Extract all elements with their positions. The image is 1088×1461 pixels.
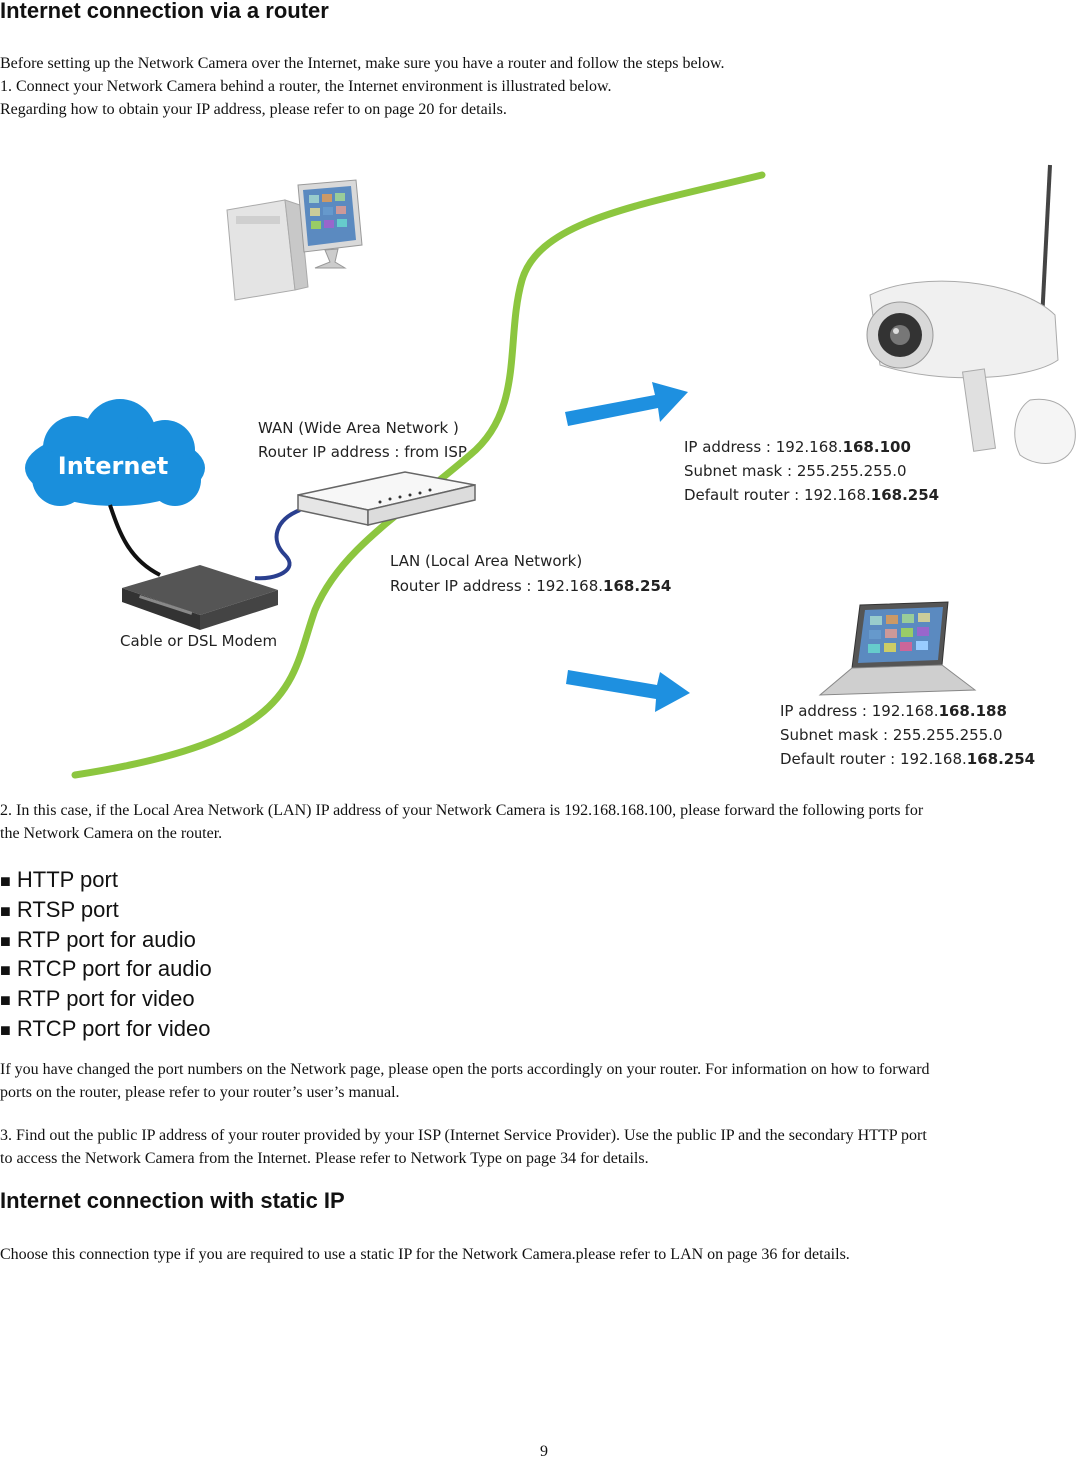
lan-router-ip-bold: 168.254 xyxy=(603,577,671,595)
network-diagram: Internet WAN (Wide Area Network ) Router… xyxy=(25,164,1076,779)
port-item: ■RTP port for audio xyxy=(0,926,212,956)
static-ip-paragraph: Choose this connection type if you are r… xyxy=(0,1243,1088,1266)
step3-line-1: 3. Find out the public IP address of you… xyxy=(0,1127,927,1144)
laptop-ip-bold: 168.188 xyxy=(939,702,1007,720)
step2-paragraph: 2. In this case, if the Local Area Netwo… xyxy=(0,799,1088,845)
desktop-computer-icon xyxy=(226,179,363,301)
page-number: 9 xyxy=(540,1443,548,1460)
modem-icon xyxy=(122,565,278,630)
lan-router-ip-label: Router IP address : 192.168.168.254 xyxy=(390,577,671,595)
port-item: ■RTCP port for video xyxy=(0,1015,212,1045)
laptop-router-bold: 168.254 xyxy=(967,750,1035,768)
step2-line-1: 2. In this case, if the Local Area Netwo… xyxy=(0,802,924,819)
intro-line-3: Regarding how to obtain your IP address,… xyxy=(0,101,507,118)
heading-router-connection: Internet connection via a router xyxy=(0,0,329,23)
router-icon xyxy=(297,471,476,526)
arrow-to-laptop-icon xyxy=(566,670,690,712)
intro-line-1: Before setting up the Network Camera ove… xyxy=(0,55,725,72)
bullet-square-icon: ■ xyxy=(0,930,11,951)
static-ip-line: Choose this connection type if you are r… xyxy=(0,1246,850,1263)
green-cable xyxy=(71,171,766,779)
internet-label: Internet xyxy=(58,452,168,480)
laptop-icon xyxy=(818,601,977,696)
port-item: ■RTSP port xyxy=(0,896,212,926)
bullet-square-icon: ■ xyxy=(0,1019,11,1040)
port-item: ■RTP port for video xyxy=(0,985,212,1015)
port-label: RTP port for audio xyxy=(16,926,196,952)
lan-label: LAN (Local Area Network) xyxy=(390,552,582,570)
bullet-square-icon: ■ xyxy=(0,960,11,981)
router-modem-cable xyxy=(254,508,301,581)
changed-ports-paragraph: If you have changed the port numbers on … xyxy=(0,1058,1088,1104)
step3-paragraph: 3. Find out the public IP address of you… xyxy=(0,1124,1088,1170)
laptop-subnet-label: Subnet mask : 255.255.255.0 xyxy=(780,726,1003,744)
port-item: ■RTCP port for audio xyxy=(0,955,212,985)
port-item: ■HTTP port xyxy=(0,866,212,896)
camera-router-prefix: Default router : 192.168. xyxy=(684,486,871,504)
camera-router-bold: 168.254 xyxy=(871,486,939,504)
step2-line-2: the Network Camera on the router. xyxy=(0,825,223,842)
camera-ip-bold: 168.100 xyxy=(843,438,911,456)
port-label: RTSP port xyxy=(16,896,119,922)
laptop-router-label: Default router : 192.168.168.254 xyxy=(780,750,1035,768)
changed-ports-line-1: If you have changed the port numbers on … xyxy=(0,1061,930,1078)
bullet-square-icon: ■ xyxy=(0,871,11,891)
heading-static-ip: Internet connection with static IP xyxy=(0,1188,345,1213)
port-label: RTP port for video xyxy=(16,986,195,1012)
step3-line-2: to access the Network Camera from the In… xyxy=(0,1150,649,1167)
intro-paragraph: Before setting up the Network Camera ove… xyxy=(0,52,1088,121)
internet-cloud-icon: Internet xyxy=(25,399,205,506)
lan-router-ip-prefix: Router IP address : 192.168. xyxy=(390,577,603,595)
port-label: RTCP port for video xyxy=(16,1015,211,1041)
changed-ports-line-2: ports on the router, please refer to you… xyxy=(0,1084,400,1101)
port-list: ■HTTP port ■RTSP port ■RTP port for audi… xyxy=(0,866,212,1045)
camera-ip-label: IP address : 192.168.168.100 xyxy=(684,438,911,456)
wan-router-ip-label: Router IP address : from ISP xyxy=(258,443,467,461)
camera-subnet-label: Subnet mask : 255.255.255.0 xyxy=(684,462,907,480)
modem-label: Cable or DSL Modem xyxy=(120,632,277,650)
network-camera-icon xyxy=(866,164,1076,464)
internet-cable xyxy=(108,504,161,577)
laptop-ip-label: IP address : 192.168.168.188 xyxy=(780,702,1007,720)
arrow-to-camera-icon xyxy=(565,382,688,426)
laptop-router-prefix: Default router : 192.168. xyxy=(780,750,967,768)
laptop-ip-prefix: IP address : 192.168. xyxy=(780,702,939,720)
port-label: RTCP port for audio xyxy=(16,956,212,982)
port-label: HTTP port xyxy=(16,867,118,892)
wan-label: WAN (Wide Area Network ) xyxy=(258,419,459,437)
bullet-square-icon: ■ xyxy=(0,990,11,1011)
camera-router-label: Default router : 192.168.168.254 xyxy=(684,486,939,504)
intro-line-2: 1. Connect your Network Camera behind a … xyxy=(0,78,612,95)
bullet-square-icon: ■ xyxy=(0,900,11,921)
camera-ip-prefix: IP address : 192.168. xyxy=(684,438,843,456)
